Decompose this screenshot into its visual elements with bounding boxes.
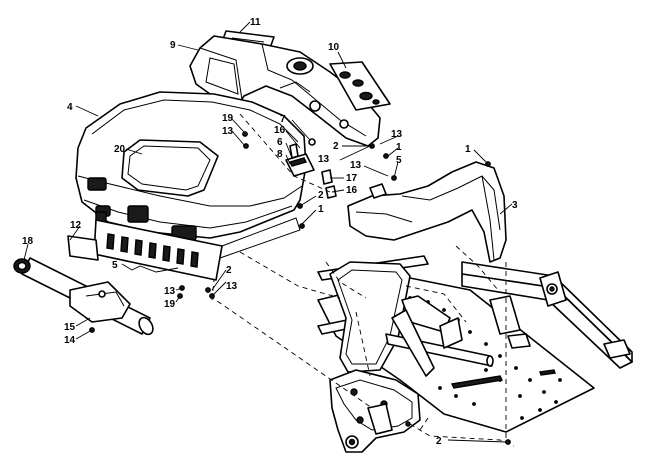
- frame-chassis: [317, 255, 633, 453]
- callout-17: 17: [346, 173, 358, 184]
- part-10-cluster-plate: [329, 61, 391, 111]
- callout-labels: 11 9 10 4 19 13 20 7 16 6 8 2 13 13 1 5 …: [22, 17, 518, 447]
- callout-13-right-mid: 13: [350, 160, 362, 171]
- callout-9: 9: [170, 40, 176, 51]
- callout-2-frame: 2: [436, 436, 442, 447]
- callout-8: 8: [277, 149, 283, 160]
- callout-20: 20: [114, 144, 126, 155]
- part-18-grip-end: [13, 258, 31, 274]
- callout-4: 4: [67, 102, 73, 113]
- callout-13-upper-left: 13: [222, 126, 234, 137]
- part-16-17-brackets: [321, 169, 337, 199]
- callout-16-lower: 16: [346, 185, 358, 196]
- callout-3: 3: [512, 200, 518, 211]
- part-3-cowl: [347, 161, 507, 263]
- part-12-decal: [67, 235, 99, 261]
- callout-13-right-top: 13: [391, 129, 403, 140]
- callout-6: 6: [277, 137, 283, 148]
- callout-10: 10: [328, 42, 340, 53]
- callout-16-upper: 16: [274, 125, 286, 136]
- part-7-clip: [308, 138, 316, 146]
- part-6-8-switch-block: [285, 143, 315, 177]
- callout-5-lower: 5: [112, 260, 118, 271]
- callout-15: 15: [64, 322, 76, 333]
- callout-1-cowl: 1: [465, 144, 471, 155]
- callout-2-hood-right: 2: [318, 190, 324, 201]
- callout-2-hood-bottom: 2: [226, 265, 232, 276]
- callout-12: 12: [70, 220, 82, 231]
- callout-19-upper: 19: [222, 113, 234, 124]
- leader-lines: [23, 21, 513, 443]
- callout-14: 14: [64, 335, 76, 346]
- callout-2-upper: 2: [333, 141, 339, 152]
- callout-13-lower-right: 13: [226, 281, 238, 292]
- part-9-console-shroud: [189, 35, 381, 147]
- callout-1-hood-right: 1: [318, 204, 324, 215]
- callout-19-lower: 19: [164, 299, 176, 310]
- callout-13-lower-left: 13: [164, 286, 176, 297]
- callout-5-upper: 5: [396, 155, 402, 166]
- part-15-handlebar: [21, 257, 154, 336]
- callout-13-mid: 13: [318, 154, 330, 165]
- callout-7: 7: [280, 114, 286, 125]
- callout-18: 18: [22, 236, 34, 247]
- callout-11: 11: [250, 17, 261, 28]
- part-4-hood: [75, 91, 307, 281]
- callout-1-upper-right: 1: [396, 142, 402, 153]
